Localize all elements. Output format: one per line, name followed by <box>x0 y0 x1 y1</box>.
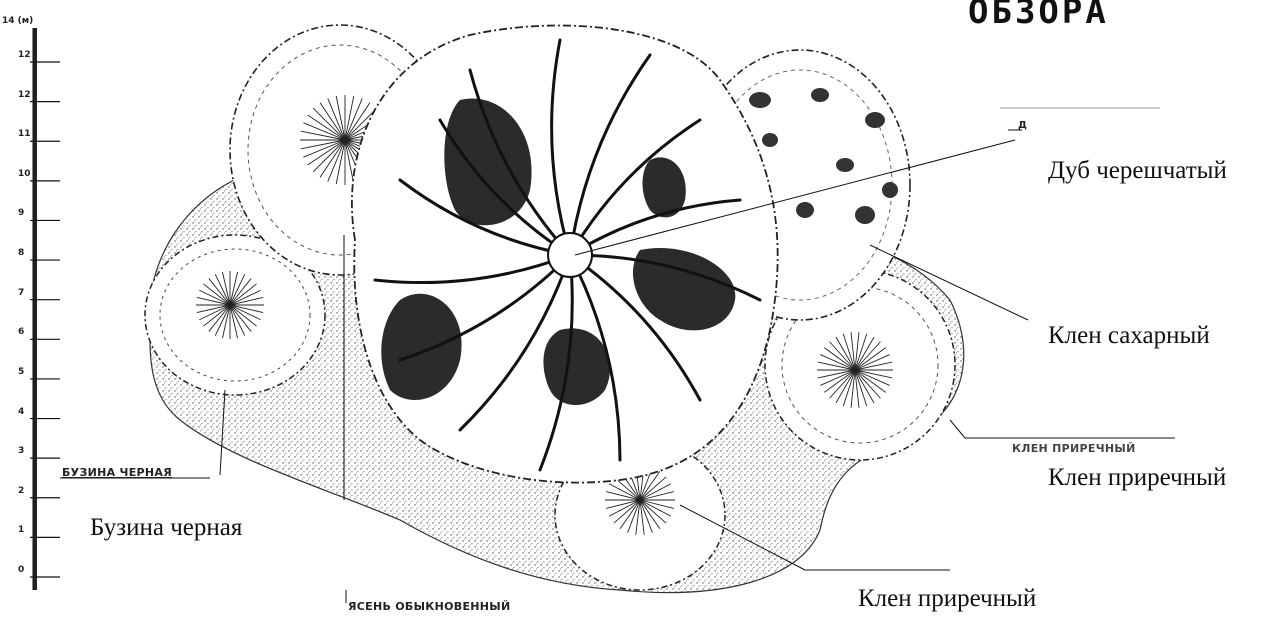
scale-tick-label: 6 <box>18 327 24 337</box>
page-title: ОБЗОРА <box>968 0 1109 32</box>
scale-tick-label: 4 <box>18 407 24 417</box>
annotation-klen-prirechny-2: Клен приречный <box>858 585 1036 613</box>
printed-label-klen-prirechny: КЛЕН ПРИРЕЧНЫЙ <box>1012 442 1136 455</box>
scale-tick-label: 11 <box>18 129 31 139</box>
printed-label-yasen: ЯСЕНЬ ОБЫКНОВЕННЫЙ <box>348 600 510 613</box>
scale-tick-label: 3 <box>18 446 24 456</box>
scale-tick-label: 0 <box>18 565 24 575</box>
printed-label-dub-fragment: Д <box>1018 120 1027 131</box>
height-scale-bar <box>33 28 37 590</box>
ash-central <box>352 25 778 482</box>
annotation-dub: Дуб черешчатый <box>1048 157 1227 185</box>
scale-tick-label: 7 <box>18 288 24 298</box>
scale-tick-label: 10 <box>18 169 31 179</box>
scale-tick-label: 8 <box>18 248 24 258</box>
annotation-klen-sakharny: Клен сахарный <box>1048 322 1210 350</box>
annotation-klen-prirechny-1: Клен приречный <box>1048 464 1226 492</box>
scale-tick-label: 9 <box>18 208 24 218</box>
printed-label-buzina: БУЗИНА ЧЕРНАЯ <box>62 466 172 479</box>
annotation-buzina: Бузина черная <box>90 514 242 542</box>
scale-tick-label: 12 <box>18 90 31 100</box>
scale-tick-label: 1 <box>18 525 24 535</box>
scale-tick-label: 2 <box>18 486 24 496</box>
scale-tick-label: 5 <box>18 367 24 377</box>
scale-tick-label: 12 <box>18 50 31 60</box>
scale-top-label: 14 (м) <box>2 16 33 26</box>
